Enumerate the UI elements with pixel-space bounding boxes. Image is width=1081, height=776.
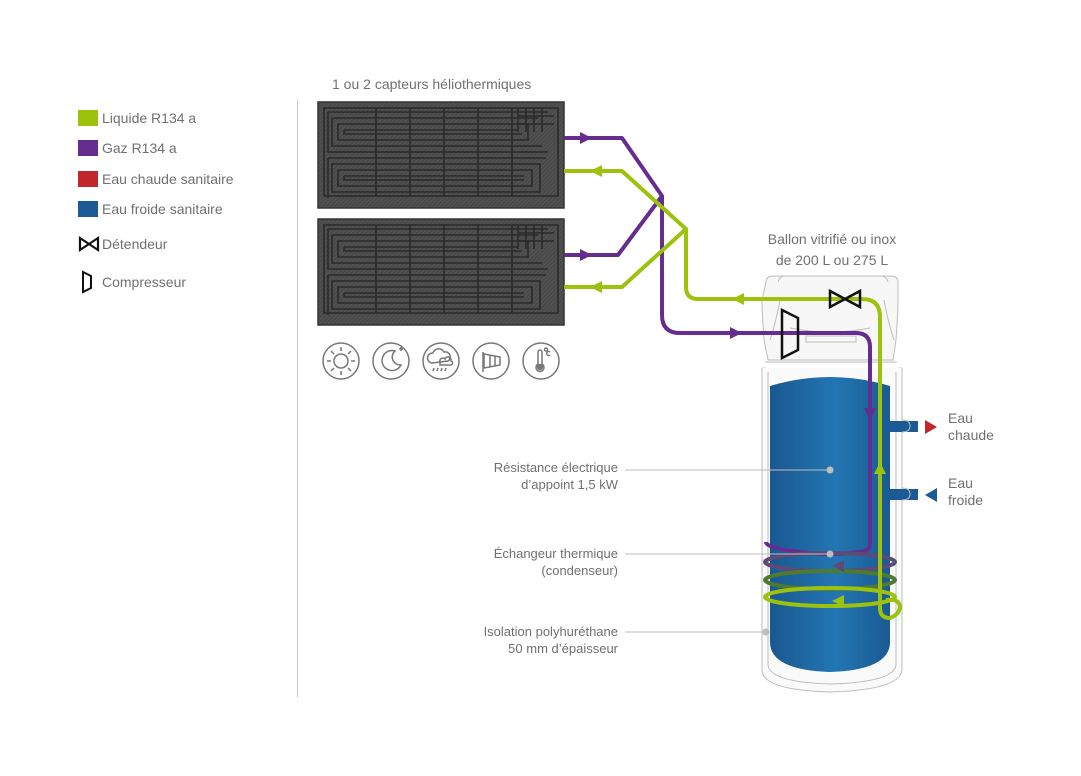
callout-line1: Échangeur thermique [493,546,618,561]
leader-dot [826,550,834,558]
callout-line2: 50 mm d’épaisseur [508,641,618,656]
water-tank [770,377,890,672]
legend-item-compressor: Compresseur [78,270,187,294]
liquid-arrow-icon [590,281,602,293]
legend-label: Compresseur [102,274,187,290]
callout-line1: Isolation polyhuréthane [483,624,618,639]
tank-title-line2: de 200 L ou 275 L [775,252,889,268]
compressor-icon [82,270,92,294]
sun-icon [322,342,360,380]
solar-collector-1 [317,101,565,209]
hot-water-arrow-icon [925,420,937,434]
callout-line2: d’appoint 1,5 kW [521,477,618,492]
expansion-valve-icon [828,288,862,310]
hot-label-line2: chaude [948,427,994,443]
liquid-lines [564,169,902,620]
tank-title-line1: Ballon vitrifié ou inox [767,231,897,247]
cold-label-line1: Eau [948,475,973,491]
rain-cloud-icon [422,342,460,380]
legend-item-gas: Gaz R134 a [78,138,177,158]
legend-label: Détendeur [102,236,168,252]
legend-label: Liquide R134 a [102,110,197,126]
liquid-arrow-icon [874,462,886,474]
legend-item-hot-water: Eau chaude sanitaire [78,169,234,189]
cold-water-swatch [78,201,98,217]
legend-item-cold-water: Eau froide sanitaire [78,199,223,219]
hot-water-outlet-label: Eau chaude [948,410,994,444]
conditions-icons [322,342,560,380]
flow-arrows [580,132,886,607]
gas-arrow-icon [864,408,876,420]
cold-water-inlet-label: Eau froide [948,475,983,509]
coil-arrow-icon [832,560,844,572]
cold-water-inlet [890,487,937,502]
collectors-title: 1 ou 2 capteurs héliothermiques [332,76,532,92]
liquid-arrow-icon [590,165,602,177]
gas-arrow-icon [580,132,592,144]
liquid-swatch [78,110,98,126]
cold-water-arrow-icon [925,488,937,502]
moon-icon [372,342,410,380]
expansion-valve-icon [78,235,100,253]
liquid-arrow-icon [832,595,844,607]
callout-line1: Résistance électrique [493,460,618,475]
windsock-icon [472,342,510,380]
leader-dot [762,628,770,636]
leader-dot [826,466,834,474]
callout-heating-element: Résistance électrique d’appoint 1,5 kW [420,459,618,493]
legend-label: Eau froide sanitaire [102,201,223,217]
legend-label: Gaz R134 a [102,140,177,156]
callout-insulation: Isolation polyhuréthane 50 mm d’épaisseu… [420,623,618,657]
cold-label-line2: froide [948,492,984,508]
gas-swatch [78,140,98,156]
thermometer-icon [522,342,560,380]
hot-water-swatch [78,171,98,187]
gas-arrow-icon [730,327,742,339]
tank-title: Ballon vitrifié ou inox de 200 L ou 275 … [757,231,907,269]
hot-label-line1: Eau [948,410,973,426]
liquid-arrow-icon [732,293,744,305]
legend-item-valve: Détendeur [78,234,167,254]
compressor-icon [780,307,800,361]
divider-line [297,100,298,697]
callout-line2: (condenseur) [541,563,618,578]
legend-label: Eau chaude sanitaire [102,171,234,187]
hot-water-outlet [890,419,937,434]
solar-collector-2 [317,218,565,326]
callout-leaders [625,466,834,636]
legend-item-liquid: Liquide R134 a [78,108,196,128]
callout-heat-exchanger: Échangeur thermique (condenseur) [420,545,618,579]
gas-arrow-icon [580,249,592,261]
